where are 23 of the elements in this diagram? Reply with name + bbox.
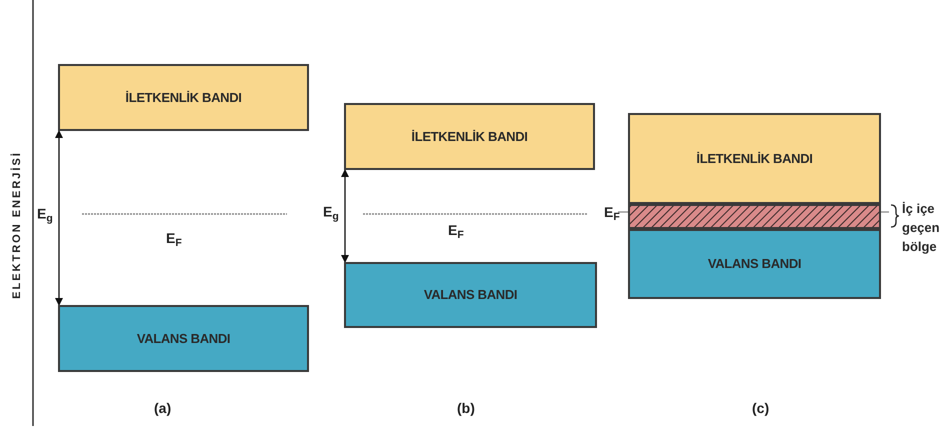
overlap-band [628,204,881,229]
region-label: İç içe geçen bölge [902,200,941,256]
energy-band [628,229,881,299]
band-label: İLETKENLİK BANDI [696,150,813,168]
energy-band [58,64,309,131]
band-label: İLETKENLİK BANDI [411,128,528,146]
band-label: İLETKENLİK BANDI [125,88,242,107]
band-label: VALANS BANDI [708,255,802,274]
energy-band [344,103,595,170]
fermi-level-label: E$_{F}$ [448,221,464,241]
band-label: VALANS BANDI [424,286,518,304]
double-arrow [55,130,63,306]
double-arrow [341,169,349,263]
axis-title: ELEKTRON ENERJİSİ [10,151,24,299]
energy-band [628,113,881,204]
panel-label: (b) [457,399,475,418]
band-label: VALANS BANDI [136,330,230,348]
panel-label: (c) [752,399,770,418]
fermi-level-label: E$_{F}$ [166,229,182,249]
energy-band [58,305,309,372]
panel-label: (a) [154,399,172,418]
energy-band [344,262,597,328]
fermi-level-label: E$_{F}$ [604,203,620,223]
